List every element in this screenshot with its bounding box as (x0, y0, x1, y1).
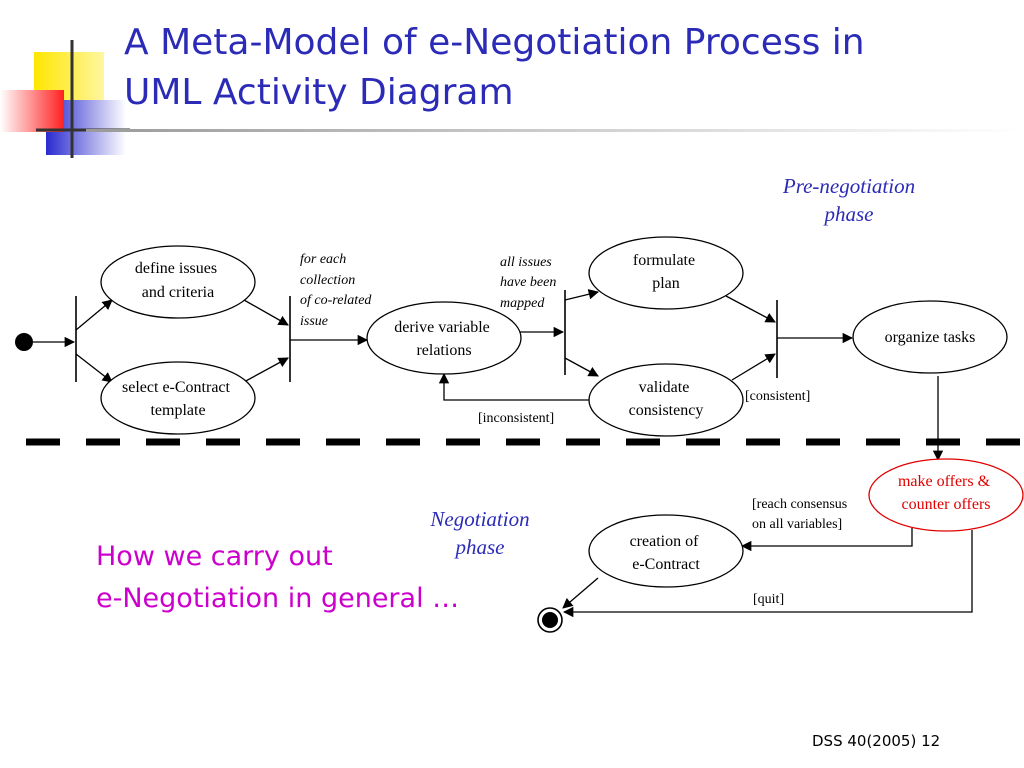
validate-consistency-line-1: validate (639, 379, 690, 396)
edge-quit-final (562, 530, 973, 618)
derive-variable-line-1: derive variable (394, 319, 490, 336)
svg-text:[reach consensus on all va: [reach consensus on all variables] (752, 497, 851, 532)
activity-make-offers (868, 458, 1024, 532)
guard-consistent: [consistent] (745, 389, 810, 404)
edge-fork-formulate (564, 289, 600, 301)
svg-text:formulate plan: formulate plan (633, 252, 699, 292)
slide-logo (0, 40, 130, 158)
edge-fork-validate (564, 357, 599, 377)
validate-consistency-line-2: consistency (629, 402, 704, 419)
select-contract-line-2: template (150, 402, 205, 419)
edge-formulate-join (725, 295, 776, 323)
svg-text:define issues and criteria: define issues and criteria (135, 260, 221, 301)
pre-phase-line-2: phase (824, 202, 874, 226)
all-issues-line-1: all issues (500, 255, 552, 270)
svg-text:for each collection of: for each collection of co-related issue (300, 252, 375, 329)
guard-reach-consensus-line-1: [reach consensus (752, 497, 847, 512)
all-issues-line-3: mapped (500, 296, 545, 311)
neg-phase-line-1: Negotiation (430, 507, 530, 531)
activity-formulate-plan (588, 236, 744, 310)
guard-reach-consensus-line-2: on all variables] (752, 517, 842, 532)
organize-tasks-line-1: organize tasks (885, 329, 976, 346)
for-each-line-4: issue (300, 314, 328, 329)
final-node (542, 612, 558, 628)
for-each-line-1: for each (300, 252, 346, 267)
slide-subtitle: How we carry out e-Negotiation in genera… (96, 536, 459, 620)
edge-creation-final (562, 577, 599, 609)
subtitle-line-1: How we carry out (96, 541, 333, 572)
activity-define-issues (100, 245, 256, 319)
edge-validate-join (731, 353, 776, 381)
title-line-2: UML Activity Diagram (124, 72, 514, 113)
initial-node (15, 333, 33, 351)
activity-organize-tasks (852, 300, 1008, 374)
svg-text:validate consistency: validate consistency (629, 379, 704, 419)
negotiation-phase-label: Negotiation phase (400, 505, 560, 561)
derive-variable-line-2: relations (416, 342, 471, 359)
neg-phase-line-2: phase (455, 535, 505, 559)
guard-inconsistent: [inconsistent] (478, 411, 554, 426)
activity-creation-contract (588, 514, 744, 588)
svg-text:creation of e-Contract: creation of e-Contract (630, 533, 703, 573)
for-each-line-3: of co-related (300, 293, 372, 308)
for-each-line-2: collection (300, 273, 355, 288)
guard-quit: [quit] (753, 592, 784, 607)
svg-text:derive variable relations: derive variable relations (394, 319, 494, 359)
edge-fork-select (75, 353, 113, 383)
select-contract-line-1: select e-Contract (122, 379, 231, 396)
pre-phase-line-1: Pre-negotiation (782, 174, 916, 198)
define-issues-line-2: and criteria (142, 284, 214, 301)
svg-text:make offers & counter offe: make offers & counter offers (898, 473, 994, 513)
formulate-plan-line-2: plan (652, 275, 680, 292)
edge-consensus-creation (740, 528, 913, 552)
edge-select-join (243, 357, 289, 383)
svg-text:organize tasks: organize tasks (885, 329, 976, 346)
title-line-1: A Meta-Model of e-Negotiation Process in (124, 22, 865, 63)
slide-title: A Meta-Model of e-Negotiation Process in… (124, 18, 1004, 118)
activity-validate-consistency (588, 363, 744, 437)
slide-footer: DSS 40(2005) 12 (812, 732, 941, 750)
svg-text:select e-Contract template: select e-Contract template (122, 379, 234, 419)
activity-select-contract (100, 361, 256, 435)
edge-inconsistent-loop (438, 372, 590, 401)
subtitle-line-2: e-Negotiation in general … (96, 583, 460, 614)
make-offers-line-2: counter offers (902, 496, 991, 513)
svg-text:all issues have been m: all issues have been mapped (500, 255, 560, 311)
activity-derive-variable (366, 301, 522, 375)
define-issues-line-1: define issues (135, 260, 217, 277)
make-offers-line-1: make offers & (898, 473, 991, 490)
pre-negotiation-phase-label: Pre-negotiation phase (744, 172, 954, 228)
edge-fork-define (75, 299, 113, 331)
all-issues-line-2: have been (500, 275, 556, 290)
creation-contract-line-2: e-Contract (632, 556, 700, 573)
edge-define-join (243, 299, 289, 326)
creation-contract-line-1: creation of (630, 533, 700, 550)
formulate-plan-line-1: formulate (633, 252, 695, 269)
